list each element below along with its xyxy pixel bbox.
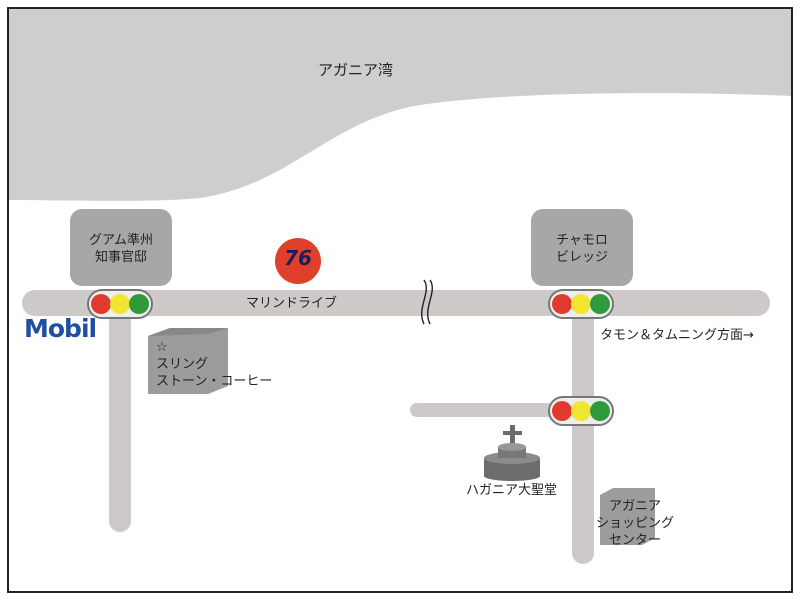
governor-line1: グアム準州 (88, 233, 154, 248)
governor-building (70, 209, 172, 286)
marine-drive-label: マリンドライブ (246, 296, 338, 311)
sea (9, 9, 791, 201)
road-right (572, 300, 594, 564)
governor-line2: 知事官邸 (94, 250, 147, 265)
chamorro-line2: ビレッジ (555, 250, 608, 265)
shopping-line3: センター (608, 533, 661, 548)
shopping-line1: アガニア (608, 499, 661, 514)
cathedral-label: ハガニア大聖堂 (466, 483, 558, 498)
shopping-label: アガニア ショッピング センター (590, 498, 680, 549)
coffee-line2: ストーン・コーヒー (156, 374, 273, 389)
cathedral-icon (484, 425, 540, 481)
coffee-line1: スリング (156, 357, 209, 372)
shopping-building-icon (600, 488, 655, 545)
road-break-icon (421, 279, 433, 325)
chamorro-building (531, 209, 633, 286)
traffic-light-icon (87, 289, 153, 319)
chamorro-label: チャモロ ビレッジ (531, 232, 633, 266)
road-left (109, 300, 131, 532)
bay-label: アガニア湾 (318, 61, 394, 79)
traffic-light-icon (548, 396, 614, 426)
governor-label: グアム準州 知事官邸 (70, 232, 172, 266)
shopping-line2: ショッピング (595, 516, 674, 531)
coffee-label: ☆ スリング ストーン・コーヒー (156, 339, 272, 390)
station76-logo: 76 (284, 246, 312, 270)
mobil-logo: Mobil (24, 314, 97, 343)
coffee-building-icon (148, 328, 228, 394)
traffic-light-icon (548, 289, 614, 319)
direction-label: タモン＆タムニング方面→ (600, 328, 754, 343)
road-branch (410, 403, 580, 417)
coffee-star-icon: ☆ (156, 340, 168, 355)
station76-logo-icon (275, 238, 321, 284)
chamorro-line1: チャモロ (556, 233, 608, 248)
